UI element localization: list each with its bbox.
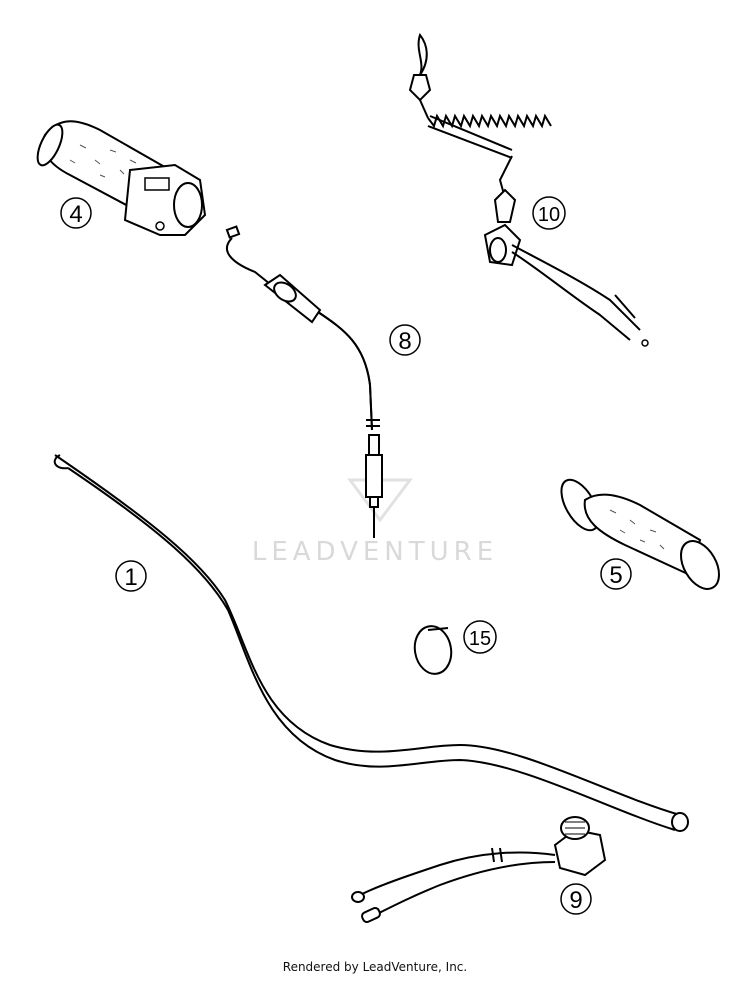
callout-1-label: 1: [124, 564, 137, 591]
callout-8[interactable]: 8: [389, 324, 421, 356]
right-grip-part[interactable]: [554, 474, 727, 596]
callout-8-label: 8: [398, 328, 411, 355]
coiled-cord: [427, 113, 552, 159]
callout-4[interactable]: 4: [60, 197, 92, 229]
callout-9[interactable]: 9: [560, 883, 592, 915]
throttle-cable-part[interactable]: [225, 225, 383, 538]
callout-10[interactable]: 10: [532, 196, 566, 230]
callout-9-label: 9: [569, 887, 582, 914]
cable-tie-part[interactable]: [411, 623, 455, 677]
kill-switch-part[interactable]: [351, 816, 607, 924]
callout-4-label: 4: [69, 201, 82, 228]
callout-15-label: 15: [469, 628, 491, 650]
callout-15[interactable]: 15: [463, 620, 497, 654]
watermark: LEADVENTURE: [252, 478, 498, 567]
footer-credit: Rendered by LeadVenture, Inc.: [282, 960, 468, 974]
handlebar-part[interactable]: [53, 454, 689, 832]
callout-5[interactable]: 5: [600, 558, 632, 590]
callout-5-label: 5: [609, 562, 622, 589]
callout-1[interactable]: 1: [115, 560, 147, 592]
lanyard-switch-part[interactable]: [408, 32, 649, 347]
callout-10-label: 10: [538, 204, 560, 226]
watermark-text: LEADVENTURE: [252, 537, 498, 567]
throttle-grip-part[interactable]: [33, 120, 207, 236]
